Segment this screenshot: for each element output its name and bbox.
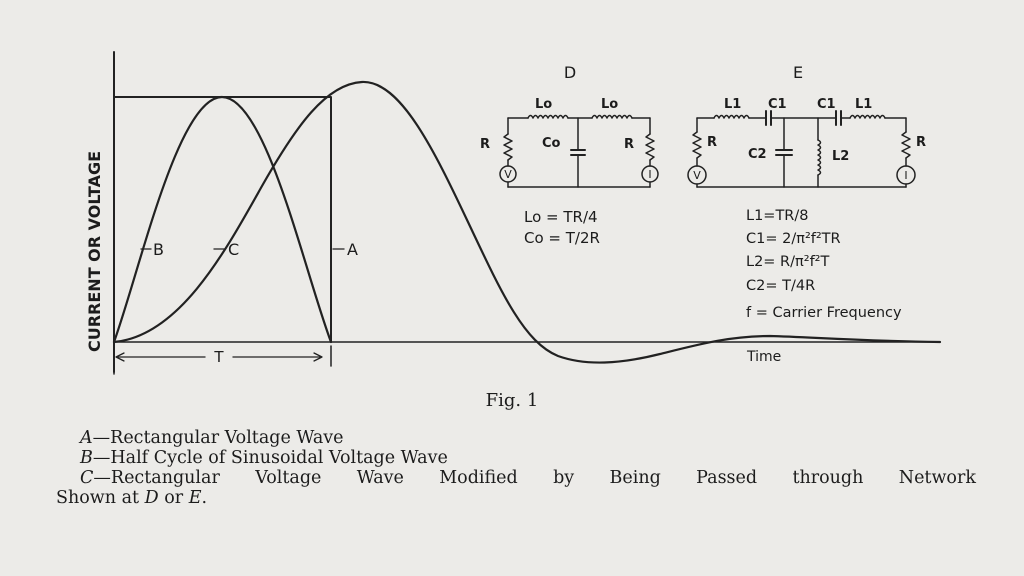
- label-l1-right: L1: [855, 97, 872, 112]
- formula-c2: C2= T/4R: [746, 278, 815, 294]
- legend-letter-a: A: [80, 428, 93, 448]
- formula-c1: C1= 2/π²f²TR: [746, 231, 841, 247]
- formula-l1: L1=TR/8: [746, 208, 809, 224]
- label-r-left: R: [480, 137, 490, 152]
- legend-word: Passed: [696, 468, 758, 488]
- formula-co: Co = T/2R: [524, 229, 600, 247]
- x-axis-label: Time: [746, 349, 781, 365]
- curve-c-label: C: [228, 240, 239, 259]
- period-arrow-right: [313, 352, 323, 362]
- inductor-l2-symbol: [817, 139, 822, 176]
- resistor-r-left-e-symbol: [692, 131, 702, 159]
- label-c2: C2: [748, 147, 767, 162]
- legend-line-c-continued: Shown at D or E.: [56, 488, 208, 508]
- legend-word: C—Rectangular: [80, 468, 220, 488]
- inductor-l1-left-symbol: [713, 114, 750, 119]
- label-c1-left: C1: [768, 97, 787, 112]
- legend-line-a: A—Rectangular Voltage Wave: [56, 428, 976, 448]
- legend-line-b: B—Half Cycle of Sinusoidal Voltage Wave: [56, 448, 976, 468]
- label-v-e: V: [693, 169, 701, 182]
- formula-l2: L2= R/π²f²T: [746, 254, 829, 270]
- figure-caption: Fig. 1: [485, 390, 539, 411]
- figure-legend: A—Rectangular Voltage Wave B—Half Cycle …: [56, 428, 976, 508]
- formula-carrier-frequency: f = Carrier Frequency: [746, 305, 902, 321]
- network-d-schematic: [499, 114, 659, 188]
- waveform-plot: [112, 51, 942, 375]
- curve-a-rectangular-wave: [113, 96, 332, 343]
- period-arrow-left: [115, 352, 125, 362]
- period-label: T: [213, 348, 224, 366]
- label-v: V: [504, 168, 512, 181]
- legend-word: Wave: [356, 468, 404, 488]
- resistor-r-right-e-symbol: [901, 131, 911, 159]
- legend-word: by: [553, 468, 575, 488]
- label-lo-left: Lo: [535, 97, 552, 112]
- legend-text-a: —Rectangular Voltage Wave: [92, 428, 344, 448]
- legend-text-b: —Half Cycle of Sinusoidal Voltage Wave: [92, 448, 448, 468]
- legend-line-c: C—Rectangular Voltage Wave Modified by B…: [56, 468, 976, 488]
- label-lo-right: Lo: [601, 97, 618, 112]
- network-e-schematic: [687, 110, 916, 188]
- label-r-right: R: [624, 137, 634, 152]
- label-l1-left: L1: [724, 97, 741, 112]
- curve-b-label: B: [153, 240, 164, 259]
- resistor-r-left-symbol: [503, 133, 513, 161]
- legend-word: Voltage: [255, 468, 322, 488]
- network-d-title: D: [564, 63, 576, 82]
- network-e-title: E: [793, 63, 803, 82]
- label-i: I: [648, 168, 651, 181]
- legend-word: through: [792, 468, 864, 488]
- inductor-lo-left-symbol: [527, 114, 569, 119]
- legend-ref-d: D: [144, 488, 159, 508]
- legend-letter-b: B: [80, 448, 93, 468]
- legend-word: Being: [609, 468, 661, 488]
- label-i-e: I: [904, 169, 907, 182]
- legend-ref-e: E: [188, 488, 202, 508]
- label-l2: L2: [832, 149, 849, 164]
- label-r-left-e: R: [707, 135, 717, 150]
- legend-word: Network: [898, 468, 976, 488]
- label-co: Co: [542, 136, 561, 151]
- curve-c-modified-wave: [112, 80, 942, 364]
- formula-lo: Lo = TR/4: [524, 208, 598, 226]
- inductor-l1-right-symbol: [849, 114, 886, 119]
- resistor-r-right-symbol: [645, 133, 655, 161]
- legend-word: Modified: [439, 468, 518, 488]
- curve-a-label: A: [347, 240, 358, 259]
- y-axis-label: CURRENT OR VOLTAGE: [85, 151, 104, 352]
- legend-letter-c: C: [80, 468, 94, 488]
- curve-b-half-sine-wave: [112, 95, 333, 344]
- label-r-right-e: R: [916, 135, 926, 150]
- label-c1-right: C1: [817, 97, 836, 112]
- inductor-lo-right-symbol: [591, 114, 633, 119]
